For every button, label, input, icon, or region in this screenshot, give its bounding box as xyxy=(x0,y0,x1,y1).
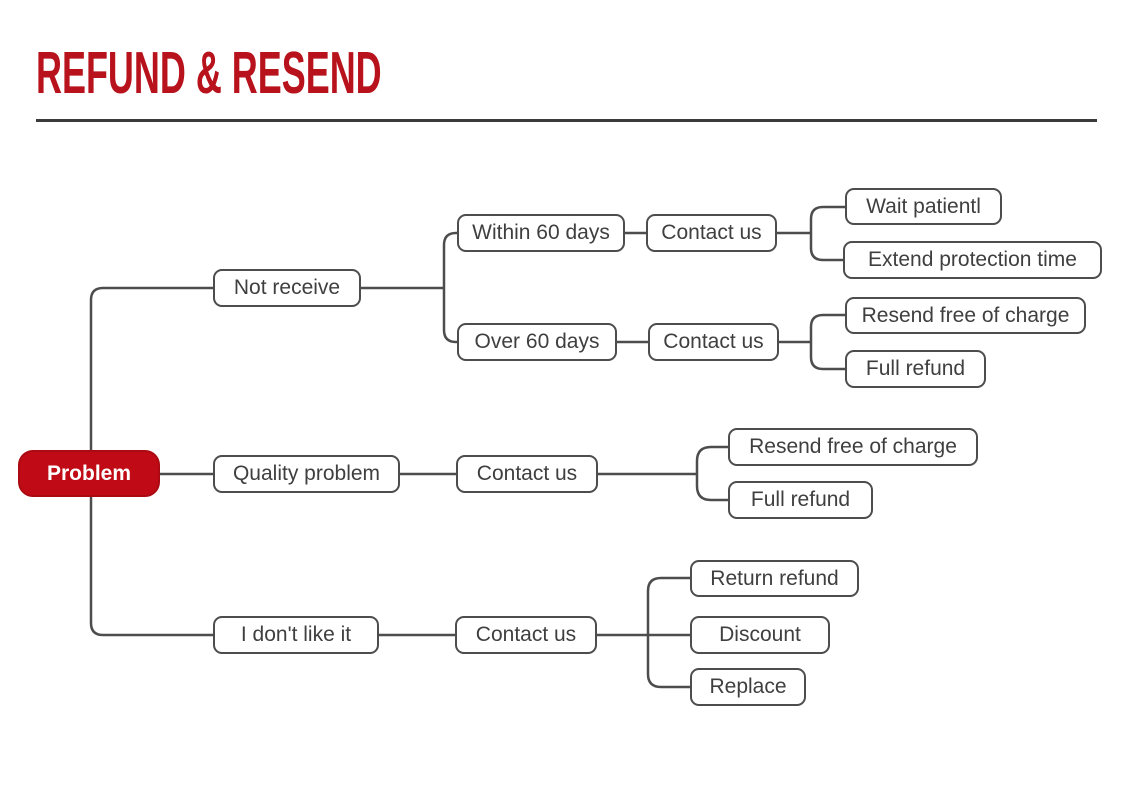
title-underline xyxy=(36,119,1097,122)
node-contact-us-2: Contact us xyxy=(648,323,779,361)
node-i-dont-like-it: I don't like it xyxy=(213,616,379,654)
node-resend-free-of-charge-2-label: Resend free of charge xyxy=(749,435,957,458)
node-resend-free-of-charge-1-label: Resend free of charge xyxy=(861,303,1070,327)
node-replace-label: Replace xyxy=(709,675,787,698)
node-i-dont-like-it-label: I don't like it xyxy=(240,623,352,646)
node-problem: Problem xyxy=(18,450,160,497)
node-within-60-days-label: Within 60 days xyxy=(472,221,610,244)
node-quality-problem-label: Quality problem xyxy=(232,462,381,485)
node-wait-patientl: Wait patientl xyxy=(845,188,1002,225)
node-over-60-days: Over 60 days xyxy=(457,323,617,361)
node-resend-free-of-charge-1: Resend free of charge xyxy=(845,297,1086,334)
page-title-text: REFUND & RESEND xyxy=(36,39,382,107)
connector-contact4-branch xyxy=(646,576,690,689)
node-full-refund-2: Full refund xyxy=(728,481,873,519)
node-contact-us-1-label: Contact us xyxy=(661,221,762,244)
node-return-refund: Return refund xyxy=(690,560,859,597)
node-full-refund-1-label: Full refund xyxy=(865,357,966,380)
node-full-refund-2-label: Full refund xyxy=(750,488,851,511)
page-title: REFUND & RESEND xyxy=(36,39,594,107)
node-contact-us-3-label: Contact us xyxy=(476,462,578,485)
node-discount: Discount xyxy=(690,616,830,654)
connector-contact1-branch xyxy=(809,205,845,262)
connector-contact2-branch xyxy=(809,313,845,371)
node-contact-us-3: Contact us xyxy=(456,455,598,493)
node-over-60-days-label: Over 60 days xyxy=(474,330,600,353)
connector-notreceive-branch xyxy=(442,231,457,344)
connector-contact3-branch xyxy=(695,445,728,502)
node-contact-us-4: Contact us xyxy=(455,616,597,654)
node-extend-protection-time: Extend protection time xyxy=(843,241,1102,279)
node-not-receive: Not receive xyxy=(213,269,361,307)
node-within-60-days: Within 60 days xyxy=(457,214,625,252)
node-wait-patientl-label: Wait patientl xyxy=(866,194,981,218)
node-contact-us-1: Contact us xyxy=(646,214,777,252)
node-full-refund-1: Full refund xyxy=(845,350,986,388)
node-contact-us-2-label: Contact us xyxy=(663,330,764,353)
node-contact-us-4-label: Contact us xyxy=(475,623,577,646)
node-resend-free-of-charge-2: Resend free of charge xyxy=(728,428,978,466)
node-return-refund-label: Return refund xyxy=(710,566,839,590)
node-discount-label: Discount xyxy=(719,623,801,646)
node-not-receive-label: Not receive xyxy=(233,276,341,299)
node-quality-problem: Quality problem xyxy=(213,455,400,493)
node-extend-protection-time-label: Extend protection time xyxy=(868,248,1077,271)
node-problem-label: Problem xyxy=(46,461,132,485)
node-replace: Replace xyxy=(690,668,806,706)
